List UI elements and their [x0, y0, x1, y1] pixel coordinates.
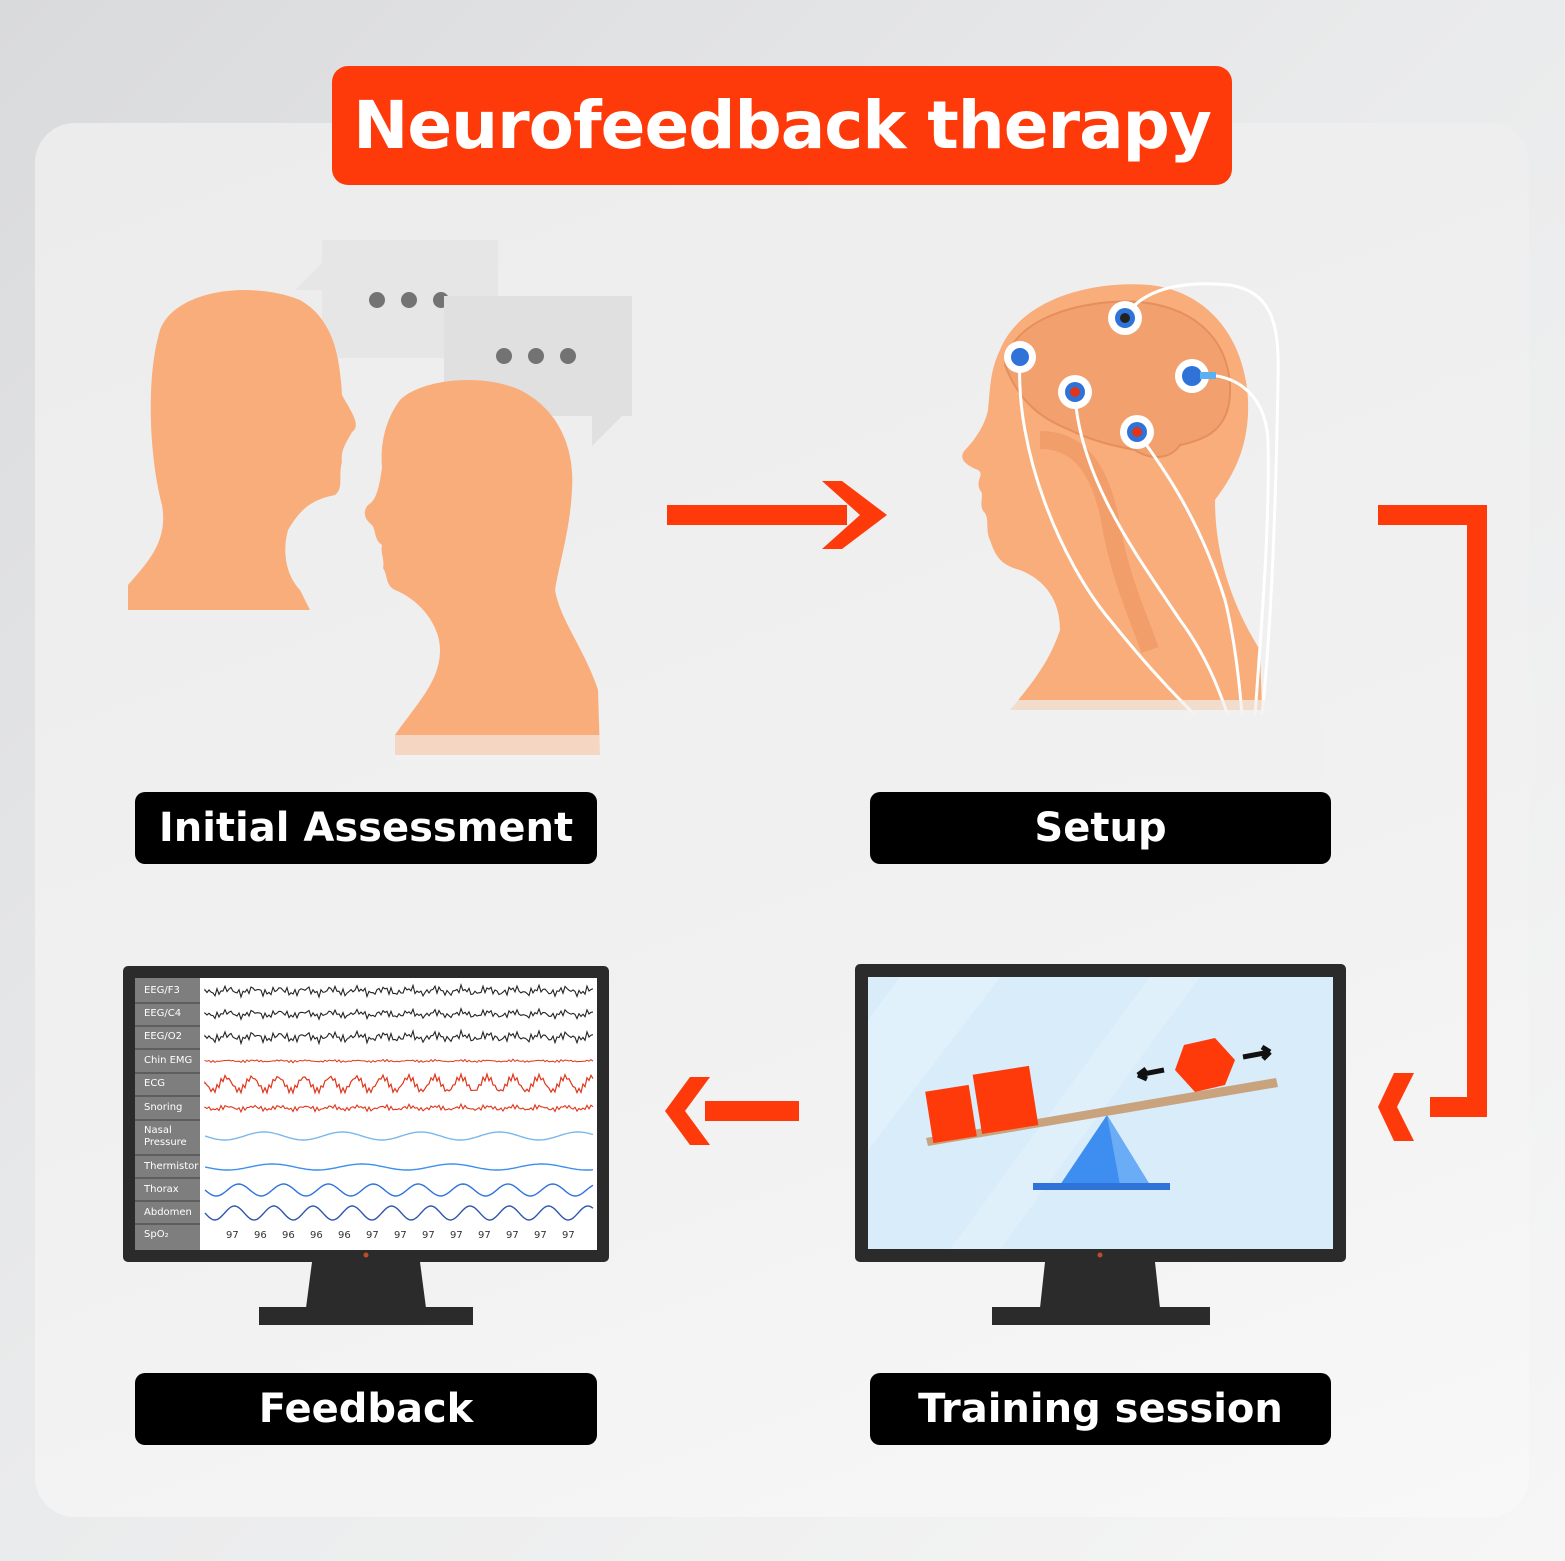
- step-label-training-session: Training session: [870, 1373, 1331, 1445]
- spo2-value: 97: [226, 1230, 239, 1241]
- waveform-line: [204, 1205, 594, 1221]
- spo2-value: 97: [562, 1230, 575, 1241]
- waveform-line: [204, 1058, 594, 1064]
- spo2-value: 97: [450, 1230, 463, 1241]
- spo2-value: 96: [254, 1230, 267, 1241]
- electrode-wires: [1018, 282, 1280, 717]
- balance-scale-icon: [925, 1038, 1278, 1190]
- person-head-left-icon: [128, 290, 356, 610]
- spo2-value: 97: [366, 1230, 379, 1241]
- electrode-icon: [1175, 359, 1216, 393]
- channel-label: SpO₂: [144, 1229, 169, 1240]
- electrode-icon: [1108, 301, 1142, 335]
- waveform-line: [204, 1028, 594, 1046]
- channel-label: EEG/C4: [144, 1008, 182, 1019]
- channel-label: Chin EMG: [144, 1055, 193, 1066]
- spo2-value: 97: [478, 1230, 491, 1241]
- step-setup-text: Setup: [1034, 805, 1167, 851]
- step-feedback-text: Feedback: [258, 1386, 474, 1432]
- waveform-line: [204, 1183, 594, 1197]
- electrode-icon: [1058, 375, 1092, 409]
- feedback-monitor: [123, 966, 609, 1325]
- spo2-value: 97: [534, 1230, 547, 1241]
- electrode-icon: [1120, 415, 1154, 449]
- channel-label: Pressure: [144, 1137, 187, 1148]
- spo2-value: 96: [282, 1230, 295, 1241]
- channel-label: Abdomen: [144, 1207, 192, 1218]
- step-label-initial-assessment: Initial Assessment: [135, 792, 597, 864]
- channel-label: Snoring: [144, 1102, 183, 1113]
- arrow-left-icon: [665, 1077, 799, 1145]
- setup-illustration: [962, 282, 1325, 780]
- title-banner: Neurofeedback therapy: [332, 66, 1232, 185]
- waveform-line: [204, 1007, 594, 1021]
- brain-icon: [1003, 300, 1232, 458]
- initial-assessment-illustration: [128, 240, 632, 760]
- channel-label: EEG/F3: [144, 985, 180, 996]
- step-training-session-text: Training session: [918, 1386, 1283, 1432]
- step-initial-assessment-text: Initial Assessment: [158, 805, 574, 851]
- waveform-line: [204, 1131, 594, 1141]
- step-label-setup: Setup: [870, 792, 1331, 864]
- person-head-right-icon: [364, 379, 600, 755]
- spo2-value: 96: [338, 1230, 351, 1241]
- waveform-line: [204, 1163, 594, 1171]
- spo2-value: 97: [506, 1230, 519, 1241]
- waveform-line: [204, 983, 594, 999]
- step-label-feedback: Feedback: [135, 1373, 597, 1445]
- electrode-icon: [1004, 341, 1036, 373]
- channel-label: Thorax: [144, 1184, 179, 1195]
- channel-label: EEG/O2: [144, 1031, 182, 1042]
- channel-label: Nasal: [144, 1125, 172, 1136]
- spo2-value: 97: [394, 1230, 407, 1241]
- waveform-line: [204, 1102, 594, 1114]
- spo2-value: 96: [310, 1230, 323, 1241]
- training-monitor: [855, 964, 1346, 1325]
- arrow-bracket-icon: [1378, 505, 1487, 1141]
- channel-label: Thermistor: [144, 1161, 199, 1172]
- page-title: Neurofeedback therapy: [353, 87, 1212, 164]
- channel-label: ECG: [144, 1078, 166, 1089]
- waveform-line: [204, 1072, 594, 1095]
- spo2-value: 97: [422, 1230, 435, 1241]
- signal-waveforms: [204, 983, 594, 1221]
- arrow-right-icon: [667, 481, 887, 549]
